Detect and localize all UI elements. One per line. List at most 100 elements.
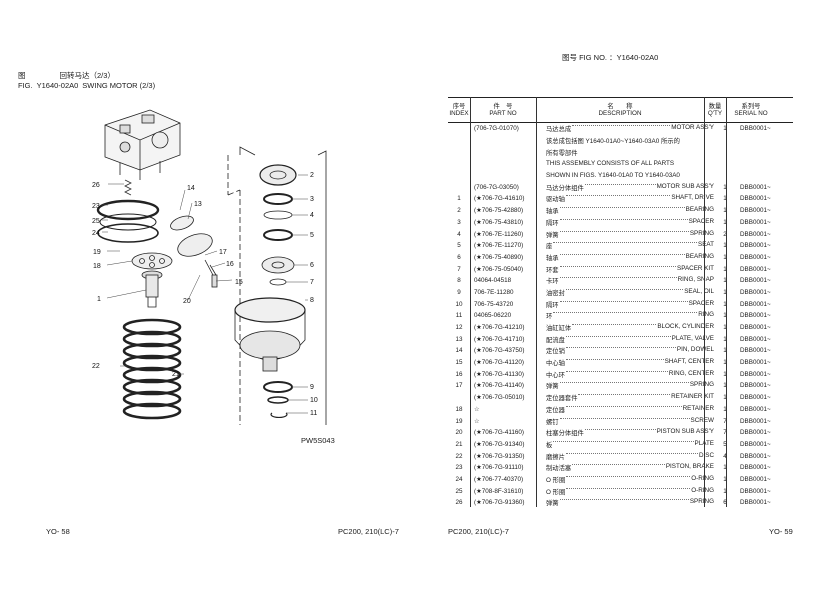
- desc-en: SHAFT, CENTER: [664, 358, 714, 366]
- cell-serial: DBB0001~: [740, 475, 771, 483]
- cell-part-no: (★706-7G-41210): [474, 324, 525, 332]
- leader-dots: [559, 276, 677, 279]
- desc-en: SCREW: [690, 416, 714, 424]
- cell-part-no: (★706-7G-41710): [474, 335, 525, 343]
- leader-dots: [553, 311, 698, 314]
- leader-dots: [559, 300, 688, 302]
- cell-index: 12: [455, 324, 463, 332]
- desc-cn: 中心环: [546, 371, 565, 379]
- cell-part-no: (★706-7G-91110): [474, 464, 524, 472]
- cell-part-no: (★706-7G-05010): [474, 394, 525, 402]
- spring-part: [124, 179, 132, 196]
- cell-part-no: (★706-7G-91340): [474, 440, 525, 448]
- leader-dots: [565, 194, 671, 197]
- column-divider: [726, 97, 727, 508]
- table-note-row: THIS ASSEMBLY CONSISTS OF ALL PARTS: [448, 158, 793, 170]
- cell-serial: DBB0001~: [740, 487, 771, 495]
- cell-index: 5: [457, 242, 461, 250]
- model-right: PC200, 210(LC)-7: [448, 527, 509, 536]
- cell-qty: 1: [723, 265, 727, 273]
- cell-qty: 2: [723, 230, 727, 238]
- callout-label: 4: [310, 212, 314, 219]
- cell-serial: DBB0001~: [740, 253, 771, 261]
- callout-label: 10: [310, 397, 318, 404]
- cell-index: 3: [457, 218, 461, 226]
- desc-en: SHAFT, DRIVE: [671, 194, 714, 202]
- desc-cn: 制动活塞: [546, 465, 572, 473]
- cell-serial: DBB0001~: [740, 335, 771, 343]
- column-divider: [704, 97, 705, 508]
- callout-label: 21: [172, 371, 180, 378]
- cell-serial: DBB0001~: [740, 405, 771, 413]
- motor-housing-drawing: [234, 297, 306, 372]
- cell-qty: 1: [723, 405, 727, 413]
- cell-qty: 1: [723, 394, 727, 402]
- cell-index: 26: [455, 499, 463, 507]
- cell-index: 20: [455, 429, 463, 437]
- cell-qty: 1: [723, 464, 727, 472]
- cell-qty: 1: [723, 253, 727, 261]
- cell-index: 16: [455, 370, 463, 378]
- table-note-row: 所有零部件: [448, 146, 793, 158]
- cell-qty: 7: [723, 417, 727, 425]
- cell-serial: DBB0001~: [740, 207, 771, 215]
- callout-label: 26: [92, 182, 100, 189]
- cell-part-no: (★706-7G-43750): [474, 347, 525, 355]
- leader-dots: [565, 346, 676, 349]
- leader-dots: [584, 183, 656, 185]
- fig-title-en: SWING MOTOR (2/3): [82, 81, 156, 90]
- cell-index: 9: [457, 288, 461, 296]
- desc-en: O-RING: [691, 474, 714, 482]
- cell-index: 22: [455, 452, 463, 460]
- cell-part-no: (★706-7G-41130): [474, 370, 524, 378]
- cell-note: THIS ASSEMBLY CONSISTS OF ALL PARTS: [546, 160, 675, 168]
- cell-serial: DBB0001~: [740, 288, 771, 296]
- column-divider: [536, 97, 537, 508]
- cell-index: 2: [457, 207, 461, 215]
- brake-plate-stack: [122, 318, 182, 420]
- fig-label-en: FIG.: [18, 81, 33, 90]
- leader-dots: [566, 475, 691, 477]
- cell-part-no: (706-7G-03050): [474, 183, 519, 191]
- desc-cn: 油密封: [546, 289, 565, 297]
- cell-index: 4: [457, 230, 461, 238]
- cell-part-no: (★706-75-42880): [474, 207, 524, 215]
- cell-index: 1: [457, 195, 461, 203]
- cell-part-no: (★706-75-43810): [474, 218, 524, 226]
- cell-qty: 5: [723, 440, 727, 448]
- cell-part-no: (★706-75-40890): [474, 253, 524, 261]
- leader-dots: [559, 253, 685, 255]
- callout-label: 1: [97, 296, 101, 303]
- desc-cn: 马达总成: [546, 126, 572, 134]
- desc-cn: 板: [546, 441, 553, 449]
- desc-en: BEARING: [685, 252, 714, 260]
- cell-qty: 1: [723, 382, 727, 390]
- desc-cn: 隔环: [546, 301, 559, 309]
- desc-cn: 座: [546, 243, 553, 251]
- cell-index: 11: [455, 312, 463, 320]
- desc-en: SPACER: [688, 299, 714, 307]
- cell-index: 17: [455, 382, 463, 390]
- cell-part-no: (★706-75-05040): [474, 265, 524, 273]
- desc-cn: 中心轴: [546, 360, 565, 368]
- cell-qty: 1: [723, 487, 727, 495]
- callout-label: 17: [219, 249, 227, 256]
